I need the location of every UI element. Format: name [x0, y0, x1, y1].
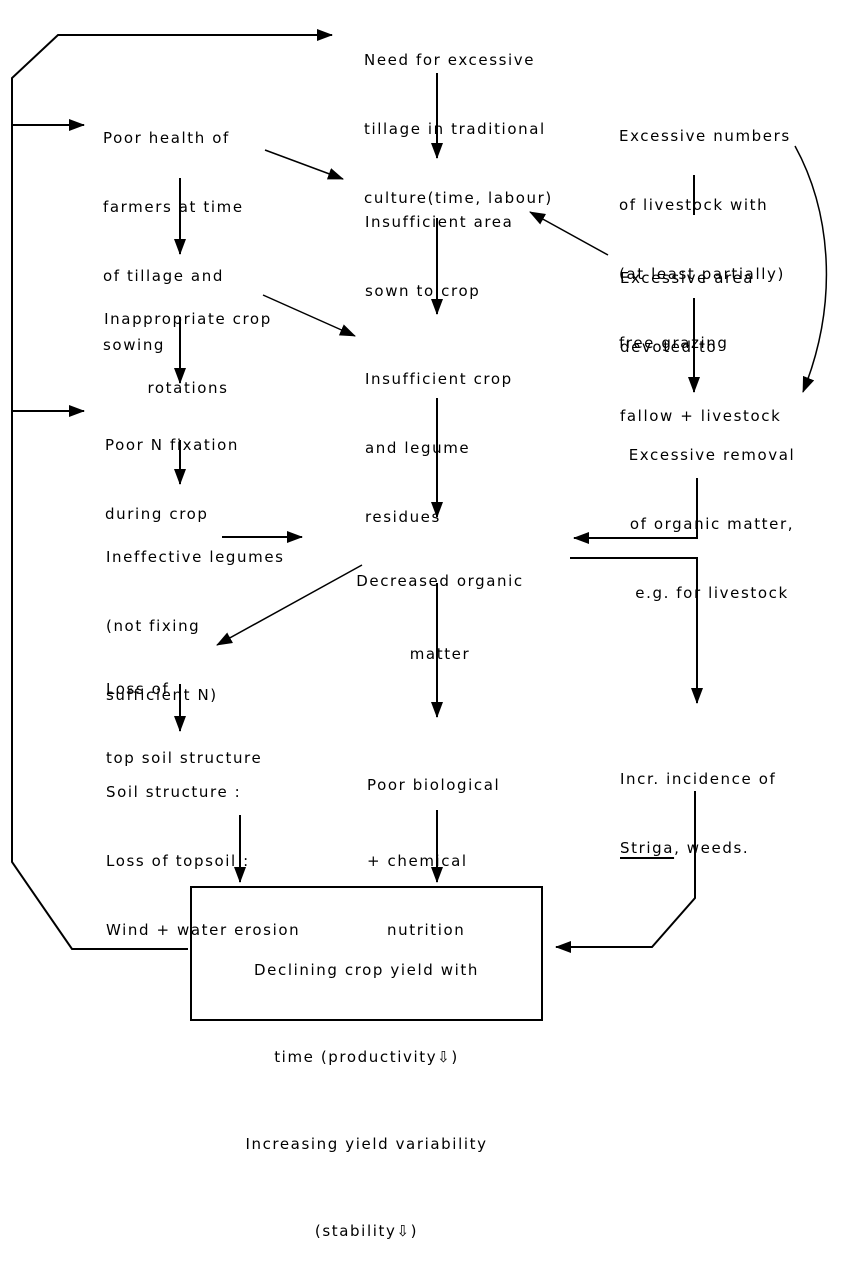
- node-yield-line: time (productivity⇩): [274, 1048, 459, 1066]
- node-health-line: Poor health of: [103, 129, 230, 147]
- edge-organic-matter-to-topsoil: [216, 564, 363, 646]
- node-livestock-numbers: Excessive numbers of livestock with (at …: [619, 79, 791, 378]
- node-striga-weeds: Incr. incidence of Striga, weeds.: [620, 722, 776, 883]
- node-poor-nutrition: Poor biological + chemical nutrition: [367, 728, 500, 965]
- node-removal-line: Excessive removal: [628, 446, 796, 464]
- diagram-canvas: [11, 29, 828, 953]
- node-inappropriate-rotations: Inappropriate crop rotations: [98, 262, 278, 423]
- node-erosion-line: Loss of topsoil :: [106, 852, 250, 870]
- node-poor-health: Poor health of farmers at time of tillag…: [103, 81, 244, 380]
- node-yield-line: (stability⇩): [314, 1222, 419, 1240]
- node-striga-line: Striga, weeds.: [620, 837, 776, 860]
- node-nutrition-line: Poor biological: [367, 776, 501, 794]
- edge-removal-to-organic-matter: [573, 478, 698, 544]
- node-tillage-line: tillage in traditional: [364, 120, 546, 138]
- node-livestock-line: Excessive numbers: [619, 127, 791, 145]
- node-tillage: Need for excessive tillage in traditiona…: [364, 3, 553, 233]
- node-excessive-removal: Excessive removal of organic matter, e.g…: [612, 398, 812, 628]
- node-erosion-line: Wind + water erosion: [106, 921, 301, 939]
- edge-organic-matter-to-striga: [570, 557, 703, 704]
- node-residues-line: residues: [365, 508, 441, 526]
- node-striga-line: Incr. incidence of: [620, 770, 777, 788]
- node-removal-line: of organic matter,: [629, 515, 795, 533]
- edge-health-to-insufficient-area: [264, 149, 344, 180]
- node-topsoil-line: top soil structure: [106, 749, 263, 767]
- node-fallow-line: fallow + livestock: [620, 407, 782, 425]
- node-fallow-line: devoted to: [620, 338, 718, 356]
- node-rotations-line: rotations: [147, 379, 229, 397]
- node-livestock-line: free grazing: [619, 334, 729, 352]
- node-n-fixation-line: Poor N fixation: [105, 436, 240, 454]
- node-nutrition-line: + chemical: [367, 852, 468, 870]
- node-legumes-line: Ineffective legumes: [106, 548, 285, 566]
- node-topsoil-line: Loss of: [106, 680, 170, 698]
- node-insufficient-area: Insufficient area sown to crop: [365, 165, 513, 326]
- node-health-line: farmers at time: [103, 198, 244, 216]
- yield-outcome-box: [190, 886, 543, 1021]
- node-insufficient-area-line: Insufficient area: [365, 213, 514, 231]
- node-poor-n-fixation: Poor N fixation during crop: [105, 388, 239, 549]
- node-legumes-line: sufficient N): [106, 686, 218, 704]
- node-health-line: of tillage and: [103, 267, 224, 285]
- edge-livestock-to-removal-curved: [794, 145, 828, 393]
- node-organic-matter-line: Decreased organic: [356, 572, 524, 590]
- node-residues-line: Insufficient crop: [365, 370, 513, 388]
- node-tillage-line: Need for excessive: [364, 51, 536, 69]
- edge-fallow-to-insufficient-area: [529, 211, 609, 256]
- edge-rotations-to-residues: [262, 294, 356, 337]
- node-ineffective-legumes: Ineffective legumes (not fixing sufficie…: [106, 500, 285, 730]
- node-n-fixation-line: during crop: [105, 505, 209, 523]
- node-rotations-line: Inappropriate crop: [104, 310, 272, 328]
- node-livestock-line: of livestock with: [619, 196, 769, 214]
- edge-yield-feedback-loop: [11, 29, 333, 950]
- node-fallow-area: Excessive area devoted to fallow + lives…: [620, 221, 781, 451]
- node-livestock-line: (at least partially): [619, 265, 785, 283]
- node-yield-line: Increasing yield variability: [245, 1135, 488, 1153]
- node-tillage-line: culture(time, labour): [364, 189, 553, 207]
- node-decreased-organic-matter: Decreased organic matter: [350, 524, 530, 689]
- node-erosion-line: Soil structure :: [106, 783, 242, 801]
- node-nutrition-line: nutrition: [387, 921, 466, 939]
- striga-rest-text: , weeds.: [674, 839, 750, 857]
- node-organic-matter-line: matter: [409, 645, 471, 663]
- node-insufficient-area-line: sown to crop: [365, 282, 481, 300]
- node-removal-line: e.g. for livestock: [635, 584, 789, 602]
- node-fallow-line: Excessive area: [620, 269, 755, 287]
- node-insufficient-residues: Insufficient crop and legume residues: [365, 322, 513, 552]
- node-soil-erosion: Soil structure : Loss of topsoil : Wind …: [106, 735, 300, 965]
- node-declining-yield: Declining crop yield with time (producti…: [190, 898, 543, 1275]
- node-health-line: sowing: [103, 336, 166, 354]
- edge-striga-to-yield: [555, 791, 696, 953]
- node-legumes-line: (not fixing: [106, 617, 201, 635]
- node-loss-topsoil-structure: Loss of top soil structure: [106, 632, 262, 793]
- node-yield-line: Declining crop yield with: [254, 961, 479, 979]
- node-residues-line: and legume: [365, 439, 471, 457]
- striga-underlined-term: Striga: [620, 839, 675, 857]
